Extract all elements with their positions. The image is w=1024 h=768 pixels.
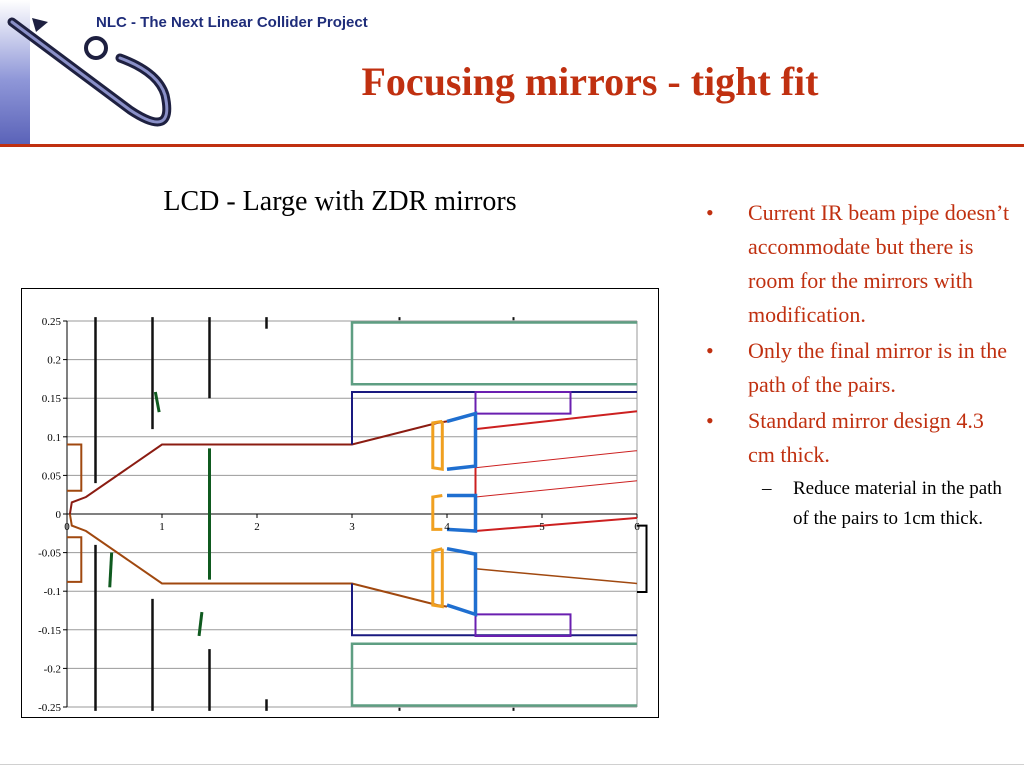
logo-spark bbox=[32, 18, 48, 32]
series-line bbox=[475, 568, 638, 585]
series-line bbox=[475, 450, 638, 469]
bullet-text: Standard mirror design 4.3 cm thick. bbox=[748, 408, 984, 467]
bullet-marker: • bbox=[706, 200, 714, 225]
bullet-item: • Current IR beam pipe doesn’t accommodat… bbox=[700, 196, 1010, 332]
sub-bullet-item: –Reduce material in the path of the pair… bbox=[700, 474, 1010, 534]
y-tick-label: 0.05 bbox=[42, 470, 62, 482]
logo-ring bbox=[84, 36, 108, 60]
series-line bbox=[474, 613, 572, 637]
y-tick-label: -0.2 bbox=[44, 663, 61, 675]
bullet-text: Only the final mirror is in the path of … bbox=[748, 338, 1008, 397]
series-line bbox=[475, 480, 638, 498]
x-tick-label: 6 bbox=[634, 521, 640, 533]
y-tick-label: -0.25 bbox=[38, 702, 61, 714]
series-line bbox=[446, 546, 478, 617]
slanted-segment bbox=[108, 552, 114, 588]
y-tick-label: -0.15 bbox=[38, 625, 61, 637]
y-tick-label: -0.05 bbox=[38, 548, 61, 560]
x-tick-label: 4 bbox=[444, 521, 450, 533]
slanted-segment bbox=[197, 611, 204, 637]
y-tick-label: 0 bbox=[56, 509, 62, 521]
chart-frame: 0.25 0.2 0.15 0.1 0.05 0 -0.05 -0.1 -0.15 -0.2 -0.… bbox=[21, 288, 659, 718]
series-line bbox=[431, 494, 443, 531]
bullet-marker: • bbox=[706, 408, 714, 433]
footer-line bbox=[0, 764, 1024, 765]
sub-bullet-text: Reduce material in the path of the pairs… bbox=[793, 478, 1002, 529]
axes bbox=[63, 320, 638, 708]
chart-title: LCD - Large with ZDR mirrors bbox=[163, 186, 517, 217]
slide-title: Focusing mirrors - tight fit bbox=[361, 59, 819, 104]
bullet-list: • Current IR beam pipe doesn’t accommodat… bbox=[700, 196, 1010, 534]
series-line bbox=[474, 391, 572, 415]
nlc-logo bbox=[7, 17, 172, 127]
series-line bbox=[475, 410, 638, 431]
series-line bbox=[67, 536, 83, 583]
x-tick-label: 2 bbox=[254, 521, 260, 533]
series-line bbox=[68, 420, 448, 515]
series-line bbox=[67, 443, 83, 492]
x-tick-label: 1 bbox=[159, 521, 165, 533]
series-line bbox=[431, 547, 444, 609]
x-tick-label: 0 bbox=[64, 521, 70, 533]
slanted-segment bbox=[153, 391, 161, 413]
series-line bbox=[350, 321, 637, 386]
x-tick-label: 3 bbox=[349, 521, 355, 533]
bullet-text: Current IR beam pipe doesn’t accommodate… bbox=[748, 200, 1010, 327]
y-tick-label: 0.2 bbox=[47, 355, 61, 367]
y-tick-label: 0.25 bbox=[42, 316, 62, 328]
bullet-item: • Only the final mirror is in the path of… bbox=[700, 334, 1010, 402]
title-divider bbox=[0, 144, 1024, 147]
series-line bbox=[350, 642, 637, 707]
bullet-marker: • bbox=[706, 338, 714, 363]
series-line bbox=[475, 516, 638, 532]
logo-swoosh bbox=[7, 17, 172, 127]
chart-marks bbox=[67, 317, 648, 711]
y-tick-label: 0.1 bbox=[47, 432, 61, 444]
series-line bbox=[446, 411, 478, 471]
series-line bbox=[637, 524, 648, 593]
project-title: NLC - The Next Linear Collider Project bbox=[96, 14, 368, 31]
x-tick-label: 5 bbox=[539, 521, 545, 533]
y-tick-label: 0.15 bbox=[42, 393, 62, 405]
sub-bullet-marker: – bbox=[762, 478, 772, 499]
series-line bbox=[446, 493, 478, 533]
bullet-item: • Standard mirror design 4.3 cm thick. bbox=[700, 404, 1010, 472]
y-tick-label: -0.1 bbox=[44, 586, 61, 598]
series-line bbox=[431, 419, 444, 471]
tick-labels: 0.25 0.2 0.15 0.1 0.05 0 -0.05 -0.1 -0.15 -0.2 -0.… bbox=[38, 316, 640, 714]
logo-swoosh-highlight bbox=[10, 20, 169, 124]
beam-pipe-chart: 0.25 0.2 0.15 0.1 0.05 0 -0.05 -0.1 -0.15 -0.2 -0.… bbox=[38, 316, 648, 714]
